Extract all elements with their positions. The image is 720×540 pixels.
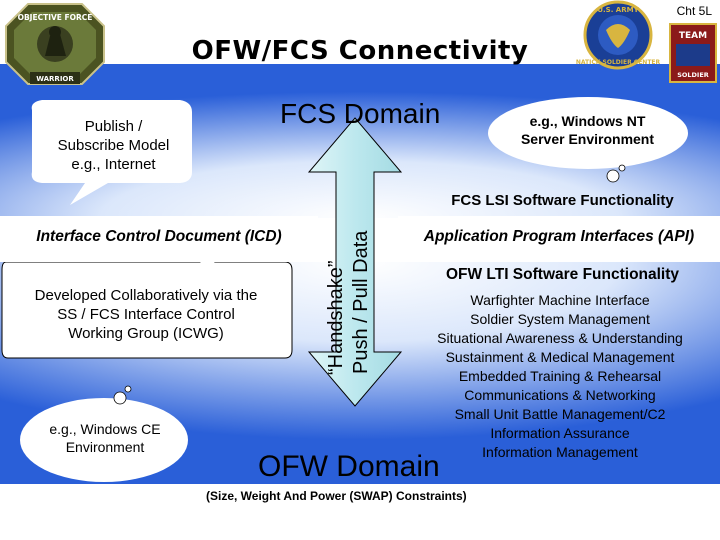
publish-subscribe-text: Publish / Subscribe Model e.g., Internet xyxy=(57,118,170,173)
api-band xyxy=(398,216,720,262)
list-item: Information Assurance xyxy=(490,425,630,441)
list-item: Warfighter Machine Interface xyxy=(470,292,650,308)
svg-text:U.S. ARMY: U.S. ARMY xyxy=(597,6,639,14)
publish-subscribe-callout xyxy=(31,100,193,205)
handshake-label: “Handshake” xyxy=(325,260,347,375)
team-soldier-logo: TEAM SOLDIER xyxy=(669,23,717,83)
svg-text:NATICK SOLDIER CENTER: NATICK SOLDIER CENTER xyxy=(576,59,661,66)
swap-note: (Size, Weight And Power (SWAP) Constrain… xyxy=(206,489,467,503)
svg-text:TEAM: TEAM xyxy=(679,31,707,41)
svg-text:WARRIOR: WARRIOR xyxy=(36,75,74,83)
ofw-lti-label: OFW LTI Software Functionality xyxy=(445,266,680,283)
ofw-domain-label: OFW Domain xyxy=(258,450,440,483)
svg-text:OBJECTIVE FORCE: OBJECTIVE FORCE xyxy=(18,13,93,22)
objective-force-warrior-logo: OBJECTIVE FORCE WARRIOR xyxy=(5,3,105,85)
windows-nt-text: e.g., Windows NT Server Environment xyxy=(520,113,655,147)
api-label: Application Program Interfaces (API) xyxy=(423,228,695,245)
svg-text:SOLDIER: SOLDIER xyxy=(677,71,709,79)
push-pull-label: Push / Pull Data xyxy=(350,230,372,374)
page-title: OFW/FCS Connectivity xyxy=(191,36,529,66)
list-item: Soldier System Management xyxy=(470,311,650,327)
list-item: Situational Awareness & Understanding xyxy=(437,330,683,346)
list-item: Embedded Training & Rehearsal xyxy=(458,368,662,384)
push-pull-arrow xyxy=(307,117,403,407)
icd-band xyxy=(0,216,318,262)
list-item: Sustainment & Medical Management xyxy=(445,349,675,365)
collaboration-callout xyxy=(1,237,293,359)
us-army-logo: U.S. ARMY NATICK SOLDIER CENTER xyxy=(576,0,661,70)
fcs-domain-label: FCS Domain xyxy=(280,98,441,129)
windows-nt-callout xyxy=(488,97,688,169)
lti-functionality-list: Warfighter Machine Interface Soldier Sys… xyxy=(405,291,715,462)
list-item: Small Unit Battle Management/C2 xyxy=(454,406,666,422)
icd-label: Interface Control Document (ICD) xyxy=(36,228,282,245)
windows-ce-callout xyxy=(20,398,188,482)
list-item: Information Management xyxy=(482,444,638,460)
chart-number: Cht 5L xyxy=(676,4,712,18)
list-item: Communications & Networking xyxy=(464,387,656,403)
fcs-lsi-label: FCS LSI Software Functionality xyxy=(451,192,674,209)
windows-ce-text: e.g., Windows CE Environment xyxy=(49,421,161,455)
collaboration-text: Developed Collaboratively via the SS / F… xyxy=(34,287,258,342)
